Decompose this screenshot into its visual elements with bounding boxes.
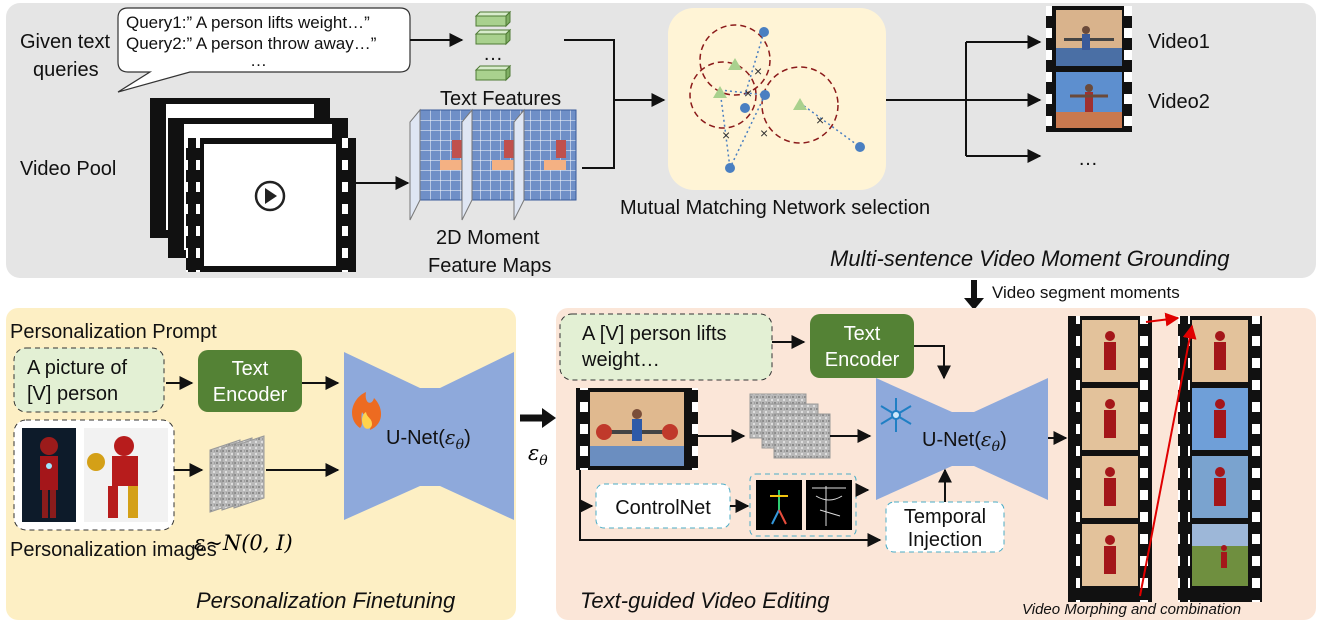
video1-thumbnail — [1046, 6, 1132, 70]
temporal-line1: Temporal — [904, 506, 986, 528]
maps-merge-line — [582, 100, 615, 169]
prompt-heading: Personalization Prompt — [10, 321, 217, 343]
query2-text: Query2:” A person throw away…” — [126, 34, 377, 53]
video-pool-label: Video Pool — [20, 158, 116, 180]
edited-film-strip — [1068, 316, 1152, 602]
text-encoder-left — [198, 350, 302, 412]
moment-maps-label-2: Feature Maps — [428, 255, 551, 277]
grounding-panel-title: Multi-sentence Video Moment Grounding — [830, 246, 1230, 271]
query1-text: Query1:” A person lifts weight…” — [126, 13, 370, 32]
play-icon — [254, 180, 286, 212]
features-merge-line — [564, 39, 615, 100]
transition-label: Video segment moments — [992, 283, 1180, 302]
more-videos-ellipsis: … — [1078, 148, 1098, 170]
personalization-prompt-box — [13, 347, 165, 413]
segment-arrow-head — [964, 298, 984, 310]
given-queries-label-2: queries — [33, 59, 99, 81]
editing-prompt-line1: A [V] person lifts — [582, 323, 727, 345]
prompt-line2: [V] person — [27, 383, 118, 405]
noise-stack-left — [209, 435, 265, 513]
unet-left-label: U-Net(εθ) — [386, 425, 471, 453]
text-encoder-right — [810, 314, 914, 378]
video2-label: Video2 — [1148, 91, 1210, 113]
controlnet-label: ControlNet — [615, 497, 711, 519]
editing-prompt-line2: weight… — [581, 349, 660, 371]
encoder-to-unet-right-arrow — [914, 345, 951, 380]
snowflake-icon — [880, 398, 912, 432]
matching-graph: ×× ×× × — [689, 24, 865, 173]
editing-panel-title: Text-guided Video Editing — [580, 588, 830, 613]
given-queries-label-1: Given text — [20, 31, 110, 53]
text-features-ellipsis: … — [483, 43, 503, 65]
moment-feature-maps — [409, 108, 577, 221]
svg-text:×: × — [760, 125, 768, 141]
video2-thumbnail — [1046, 68, 1132, 132]
video-to-temporal-arrow — [579, 506, 882, 547]
transfer-epsilon: εθ — [528, 441, 548, 469]
morph-caption: Video Morphing and combination — [1022, 601, 1241, 618]
moment-maps-label-1: 2D Moment — [436, 227, 540, 249]
video-pool-stack — [150, 98, 356, 272]
morph-arrow-diagonal — [1139, 324, 1197, 597]
transfer-arrow-head — [542, 408, 556, 428]
prompt-line1: A picture of — [27, 357, 128, 379]
video1-label: Video1 — [1148, 31, 1210, 53]
fire-icon — [352, 392, 382, 430]
unet-right-label: U-Net(εθ) — [922, 427, 1007, 455]
temporal-injection-box — [885, 501, 1005, 553]
unet-left — [344, 352, 514, 520]
encoder-left-line1: Text — [232, 358, 269, 380]
matching-network-box — [668, 8, 886, 190]
svg-text:×: × — [754, 63, 762, 79]
control-maps-box — [749, 473, 857, 537]
ironman-image-1 — [22, 428, 76, 522]
query-ellipsis: … — [250, 51, 267, 70]
finetuning-panel-title: Personalization Finetuning — [196, 588, 456, 613]
edge-map — [806, 480, 852, 530]
unet-right — [876, 378, 1048, 500]
query-speech-bubble — [117, 7, 411, 93]
encoder-left-line2: Encoder — [213, 384, 288, 406]
svg-text:×: × — [816, 112, 824, 128]
images-heading: Personalization images — [10, 539, 217, 561]
ironman-image-2 — [84, 428, 168, 522]
morphed-film-strip — [1178, 316, 1262, 602]
text-feature-blocks — [474, 10, 512, 82]
morph-arrow-top — [1145, 312, 1180, 327]
svg-text:×: × — [722, 127, 730, 143]
svg-text:×: × — [744, 85, 752, 101]
encoder-right-line1: Text — [844, 323, 881, 345]
matching-label: Mutual Matching Network selection — [620, 197, 930, 219]
editing-prompt-box — [559, 313, 773, 381]
text-features-label: Text Features — [440, 88, 561, 110]
input-video-frame — [576, 388, 698, 470]
noise-stack-right — [749, 393, 831, 459]
temporal-line2: Injection — [908, 529, 983, 551]
pose-map — [756, 480, 802, 530]
noise-label: ε~N(0, I) — [194, 531, 293, 555]
encoder-right-line2: Encoder — [825, 349, 900, 371]
